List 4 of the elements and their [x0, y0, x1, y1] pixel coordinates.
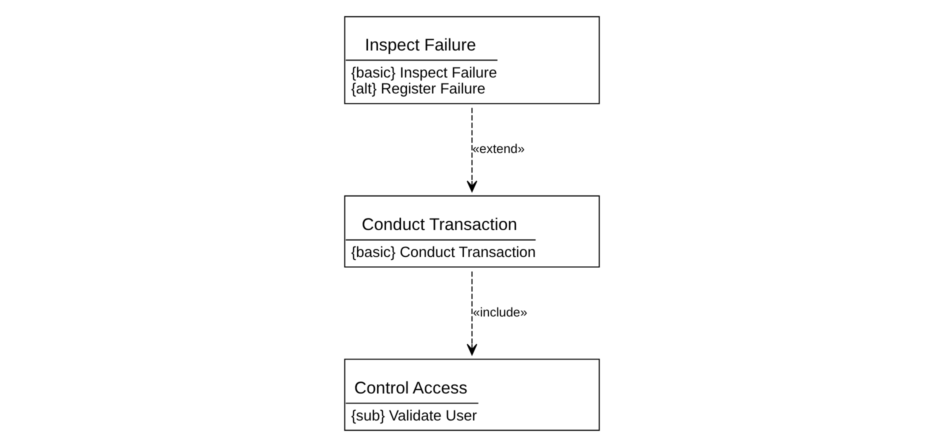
arrow [466, 108, 477, 192]
arrow [466, 272, 477, 356]
edge-label: «include» [472, 304, 527, 320]
edge-label: «extend» [472, 141, 524, 156]
